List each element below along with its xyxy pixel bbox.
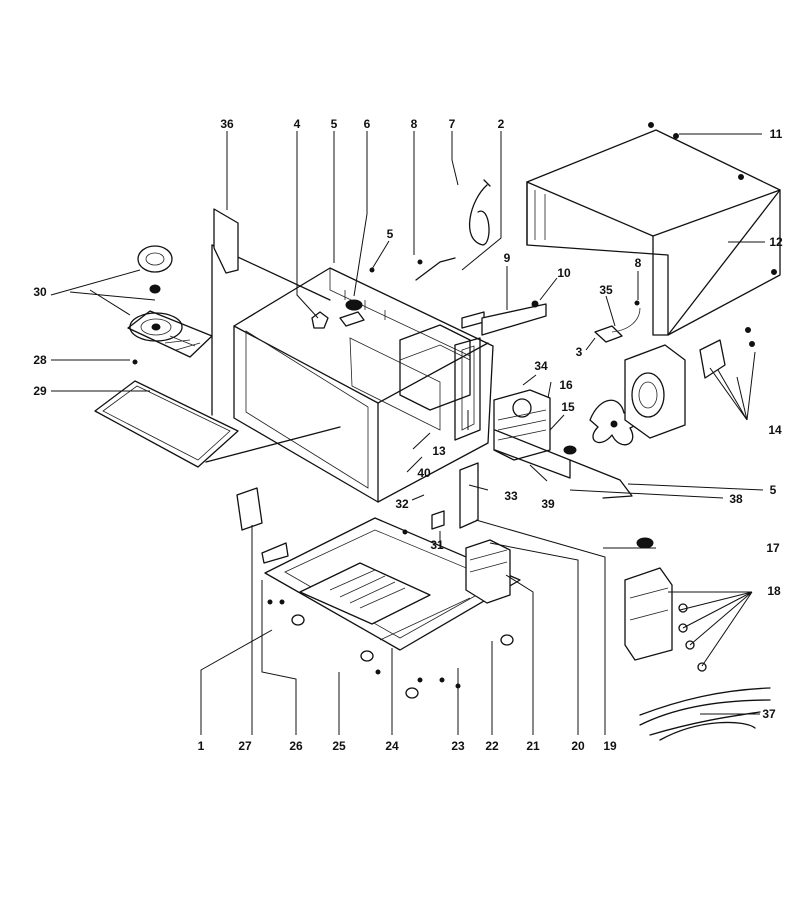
- control-pcb: [594, 300, 641, 343]
- wire-harness: [639, 687, 771, 741]
- callout-39: 39: [541, 497, 555, 511]
- callout-33: 33: [504, 489, 518, 503]
- callout-5b: 5: [387, 227, 394, 241]
- outer-cabinet: [526, 129, 781, 336]
- callout-4: 4: [294, 117, 301, 131]
- callout-35: 35: [599, 283, 613, 297]
- callout-38: 38: [729, 492, 743, 506]
- callout-2: 2: [498, 117, 505, 131]
- callout-28: 28: [33, 353, 47, 367]
- callout-13: 13: [432, 444, 446, 458]
- callout-3: 3: [576, 345, 583, 359]
- base-feet: [291, 614, 514, 699]
- hv-transformer: [465, 539, 511, 604]
- cabinet-screws: [648, 122, 777, 275]
- callout-5c: 5: [770, 483, 777, 497]
- callout-5a: 5: [331, 117, 338, 131]
- callout-21: 21: [526, 739, 540, 753]
- callout-9: 9: [504, 251, 511, 265]
- callout-23: 23: [451, 739, 465, 753]
- callout-8b: 8: [635, 256, 642, 270]
- turntable-assembly: [127, 245, 213, 365]
- callout-37: 37: [762, 707, 776, 721]
- oven-cavity-frame: [205, 244, 494, 503]
- base-screws: [267, 529, 461, 689]
- callout-36: 36: [220, 117, 234, 131]
- callout-16: 16: [559, 378, 573, 392]
- fan-blade: [589, 399, 642, 446]
- waveguide-duct: [494, 429, 633, 499]
- fan-motor-bracket: [624, 327, 755, 439]
- callout-15: 15: [561, 400, 575, 414]
- small-parts: [213, 179, 547, 336]
- callout-29: 29: [33, 384, 47, 398]
- callout-30: 30: [33, 285, 47, 299]
- callout-19: 19: [603, 739, 617, 753]
- door-latch-frame: [454, 337, 481, 441]
- callout-27: 27: [238, 739, 252, 753]
- callout-40: 40: [417, 466, 431, 480]
- callout-6: 6: [364, 117, 371, 131]
- callout-17: 17: [766, 541, 780, 555]
- callout-12: 12: [769, 235, 783, 249]
- callout-24: 24: [385, 739, 399, 753]
- callout-7: 7: [449, 117, 456, 131]
- base-plate: [264, 517, 521, 651]
- door-frame-bracket: [236, 462, 479, 564]
- callout-10: 10: [557, 266, 571, 280]
- callout-14: 14: [768, 423, 782, 437]
- callout-labels: 1 2 3 4 5 5 5 6 7 8 8 9 10 11 12 13 14 1…: [33, 117, 783, 753]
- callout-22: 22: [485, 739, 499, 753]
- magnetron: [493, 389, 551, 461]
- callout-20: 20: [571, 739, 585, 753]
- callout-25: 25: [332, 739, 346, 753]
- glass-tray: [94, 380, 239, 468]
- control-panel-assembly: [624, 537, 707, 672]
- callout-34: 34: [534, 359, 548, 373]
- callout-18: 18: [767, 584, 781, 598]
- callout-8a: 8: [411, 117, 418, 131]
- leader-lines: [50, 131, 765, 735]
- callout-26: 26: [289, 739, 303, 753]
- callout-11: 11: [770, 127, 783, 141]
- callout-31: 31: [430, 538, 444, 552]
- callout-1: 1: [198, 739, 205, 753]
- callout-32: 32: [395, 497, 409, 511]
